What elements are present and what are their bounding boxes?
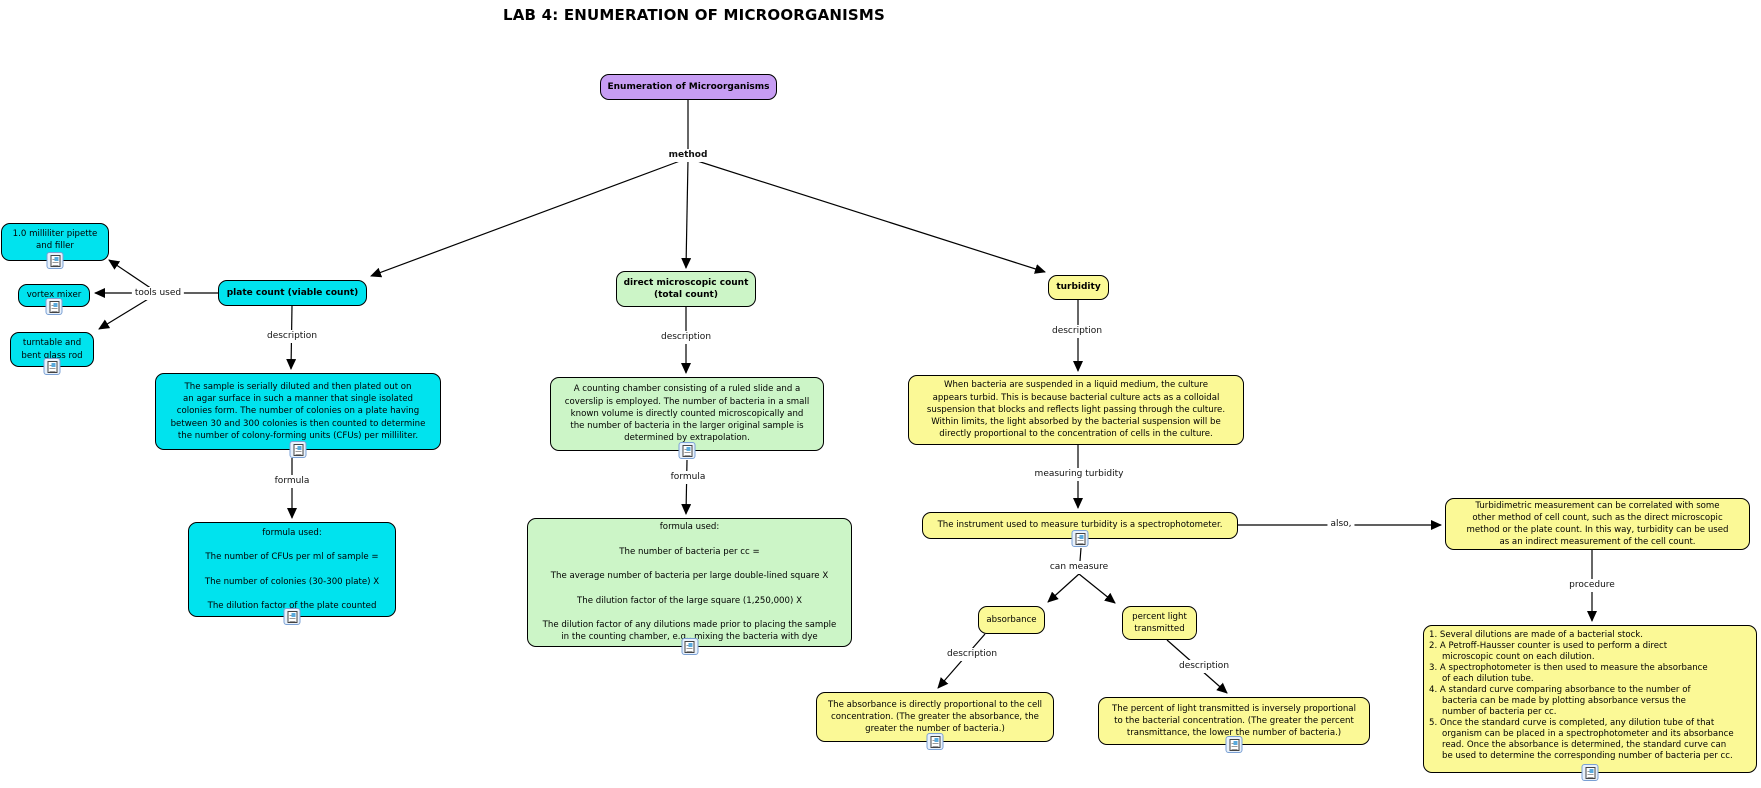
- link-label-formula-direct[interactable]: formula: [667, 471, 709, 484]
- document-icon: [1075, 532, 1085, 545]
- document-icon: [49, 300, 59, 313]
- concept-turbidity[interactable]: turbidity: [1048, 275, 1109, 300]
- concept-tool-turntable[interactable]: turntable and bent glass rod: [10, 332, 94, 375]
- resource-icon[interactable]: [1071, 530, 1089, 547]
- link-label-method[interactable]: method: [665, 149, 711, 162]
- document-icon: [293, 443, 303, 456]
- direct-count-description-box[interactable]: A counting chamber consisting of a ruled…: [550, 377, 824, 459]
- resource-icon[interactable]: [43, 358, 61, 375]
- link-label-measuring-turbidity[interactable]: measuring turbidity: [1031, 468, 1127, 481]
- procedure-step: 5. Once the standard curve is completed,…: [1429, 718, 1734, 761]
- resource-icon[interactable]: [45, 298, 63, 315]
- concept-absorbance[interactable]: absorbance: [978, 606, 1045, 634]
- page-title: LAB 4: ENUMERATION OF MICROORGANISMS: [502, 6, 886, 24]
- link-label-description-plate[interactable]: description: [263, 330, 321, 343]
- turbidity-description-box[interactable]: When bacteria are suspended in a liquid …: [908, 375, 1244, 445]
- link-label-description-absorbance[interactable]: description: [943, 648, 1001, 661]
- resource-icon[interactable]: [926, 733, 944, 750]
- direct-count-formula-box[interactable]: formula used: The number of bacteria per…: [527, 518, 852, 655]
- plate-count-formula-box[interactable]: formula used: The number of CFUs per ml …: [188, 522, 396, 625]
- document-icon: [930, 735, 940, 748]
- procedure-step: 2. A Petroff-Hausser counter is used to …: [1429, 641, 1668, 662]
- plate-count-description-box[interactable]: The sample is serially diluted and then …: [155, 373, 441, 458]
- document-icon: [1229, 738, 1239, 751]
- link-label-description-direct[interactable]: description: [657, 331, 715, 344]
- concept-percent-light-transmitted[interactable]: percent light transmitted: [1122, 606, 1197, 640]
- resource-icon[interactable]: [283, 608, 301, 625]
- concept-direct-microscopic-count[interactable]: direct microscopic count (total count): [616, 271, 756, 307]
- document-icon: [287, 610, 297, 623]
- concept-plate-count[interactable]: plate count (viable count): [218, 280, 367, 306]
- concept-enumeration-of-microorganisms[interactable]: Enumeration of Microorganisms: [600, 74, 777, 100]
- link-label-also[interactable]: also,: [1327, 518, 1355, 531]
- link-label-formula-plate[interactable]: formula: [271, 475, 313, 488]
- concept-tool-vortex-mixer[interactable]: vortex mixer: [18, 284, 90, 315]
- procedure-step: 1. Several dilutions are made of a bacte…: [1429, 630, 1644, 640]
- resource-icon[interactable]: [46, 252, 64, 269]
- document-icon: [47, 360, 57, 373]
- document-icon: [684, 640, 695, 653]
- document-icon: [682, 444, 692, 457]
- concept-tool-pipette[interactable]: 1.0 milliliter pipette and filler: [1, 223, 109, 269]
- resource-icon[interactable]: [681, 638, 698, 655]
- document-icon: [50, 254, 60, 267]
- link-label-can-measure[interactable]: can measure: [1046, 561, 1112, 574]
- link-label-description-percent[interactable]: description: [1175, 660, 1233, 673]
- link-label-description-turbidity[interactable]: description: [1048, 325, 1106, 338]
- absorbance-description-box[interactable]: The absorbance is directly proportional …: [816, 692, 1054, 750]
- link-label-tools-used[interactable]: tools used: [131, 287, 185, 300]
- link-label-procedure[interactable]: procedure: [1566, 579, 1618, 592]
- resource-icon[interactable]: [678, 442, 696, 459]
- spectrophotometer-box[interactable]: The instrument used to measure turbidity…: [922, 512, 1238, 547]
- resource-icon[interactable]: [1581, 764, 1599, 781]
- procedure-step: 4. A standard curve comparing absorbance…: [1429, 685, 1691, 717]
- percent-light-description-box[interactable]: The percent of light transmitted is inve…: [1098, 697, 1370, 753]
- procedure-box[interactable]: 1. Several dilutions are made of a bacte…: [1423, 625, 1757, 781]
- turbidimetric-correlation-box[interactable]: Turbidimetric measurement can be correla…: [1445, 498, 1750, 550]
- resource-icon[interactable]: [289, 441, 307, 458]
- resource-icon[interactable]: [1225, 736, 1243, 753]
- procedure-step: 3. A spectrophotometer is then used to m…: [1429, 663, 1708, 684]
- document-icon: [1585, 766, 1595, 779]
